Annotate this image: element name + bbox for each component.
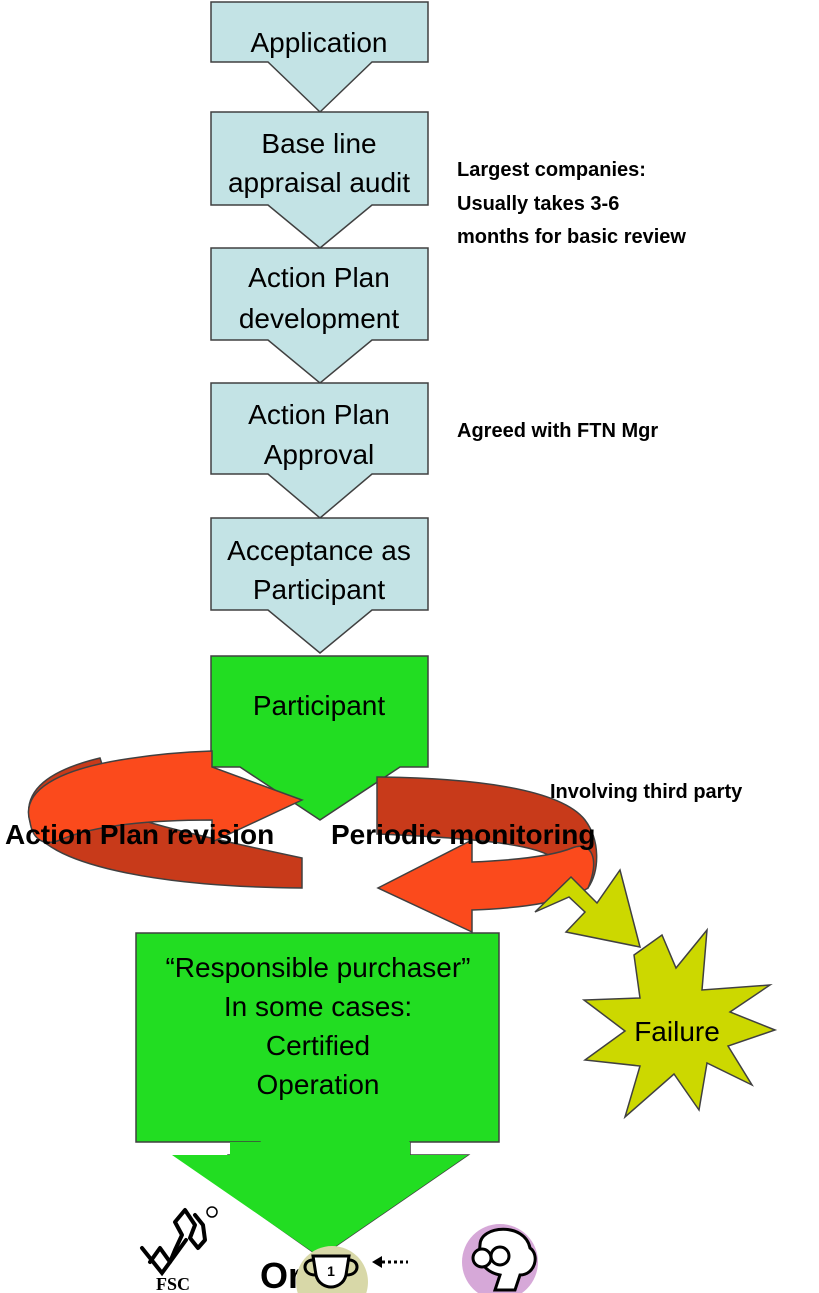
step-label: Participant xyxy=(253,574,386,605)
step-baseline-audit: Base line appraisal audit xyxy=(210,111,429,249)
step-label: Participant xyxy=(253,690,386,721)
step-label: Approval xyxy=(264,439,375,470)
outcome-line: In some cases: xyxy=(224,991,412,1022)
or-label: Or xyxy=(260,1255,302,1293)
fsc-label: FSC xyxy=(156,1274,190,1293)
note-third-party: Involving third party xyxy=(550,781,743,803)
cycle-right-arrow xyxy=(376,776,598,934)
trophy-icon: 1 xyxy=(296,1246,368,1293)
step-label: development xyxy=(239,303,400,334)
dotted-arrow-icon xyxy=(372,1256,408,1268)
fsc-tree-logo-icon: FSC xyxy=(140,1206,218,1293)
step-label: Base line xyxy=(261,128,376,159)
step-action-plan-approval: Action Plan Approval xyxy=(210,382,429,519)
note-largest-companies-line2: Usually takes 3-6 xyxy=(457,193,619,215)
outcome-line: “Responsible purchaser” xyxy=(165,952,470,983)
trophy-number: 1 xyxy=(327,1263,335,1279)
failure-arrow xyxy=(534,868,642,948)
person-icon xyxy=(462,1224,538,1293)
cycle-left-label: Action Plan revision xyxy=(5,819,274,850)
outcome-line: Operation xyxy=(257,1069,380,1100)
step-label: Application xyxy=(251,27,388,58)
cycle-left-arrow xyxy=(27,750,304,889)
step-label: Action Plan xyxy=(248,262,390,293)
note-largest-companies-line1: Largest companies: xyxy=(457,159,646,181)
step-label: Acceptance as xyxy=(227,535,411,566)
step-application: Application xyxy=(210,1,429,114)
note-largest-companies-line3: months for basic review xyxy=(457,226,686,248)
outcome-line: Certified xyxy=(266,1030,370,1061)
step-label: Action Plan xyxy=(248,399,390,430)
failure-burst: Failure xyxy=(581,927,778,1120)
note-agreed: Agreed with FTN Mgr xyxy=(457,420,658,442)
cycle-right-label: Periodic monitoring xyxy=(331,819,595,850)
outcome-box: “Responsible purchaser” In some cases: C… xyxy=(135,932,500,1258)
step-action-plan-development: Action Plan development xyxy=(210,247,429,384)
failure-label: Failure xyxy=(634,1016,720,1047)
step-label: appraisal audit xyxy=(228,167,410,198)
step-acceptance: Acceptance as Participant xyxy=(210,517,429,654)
step-participant: Participant xyxy=(210,655,429,821)
